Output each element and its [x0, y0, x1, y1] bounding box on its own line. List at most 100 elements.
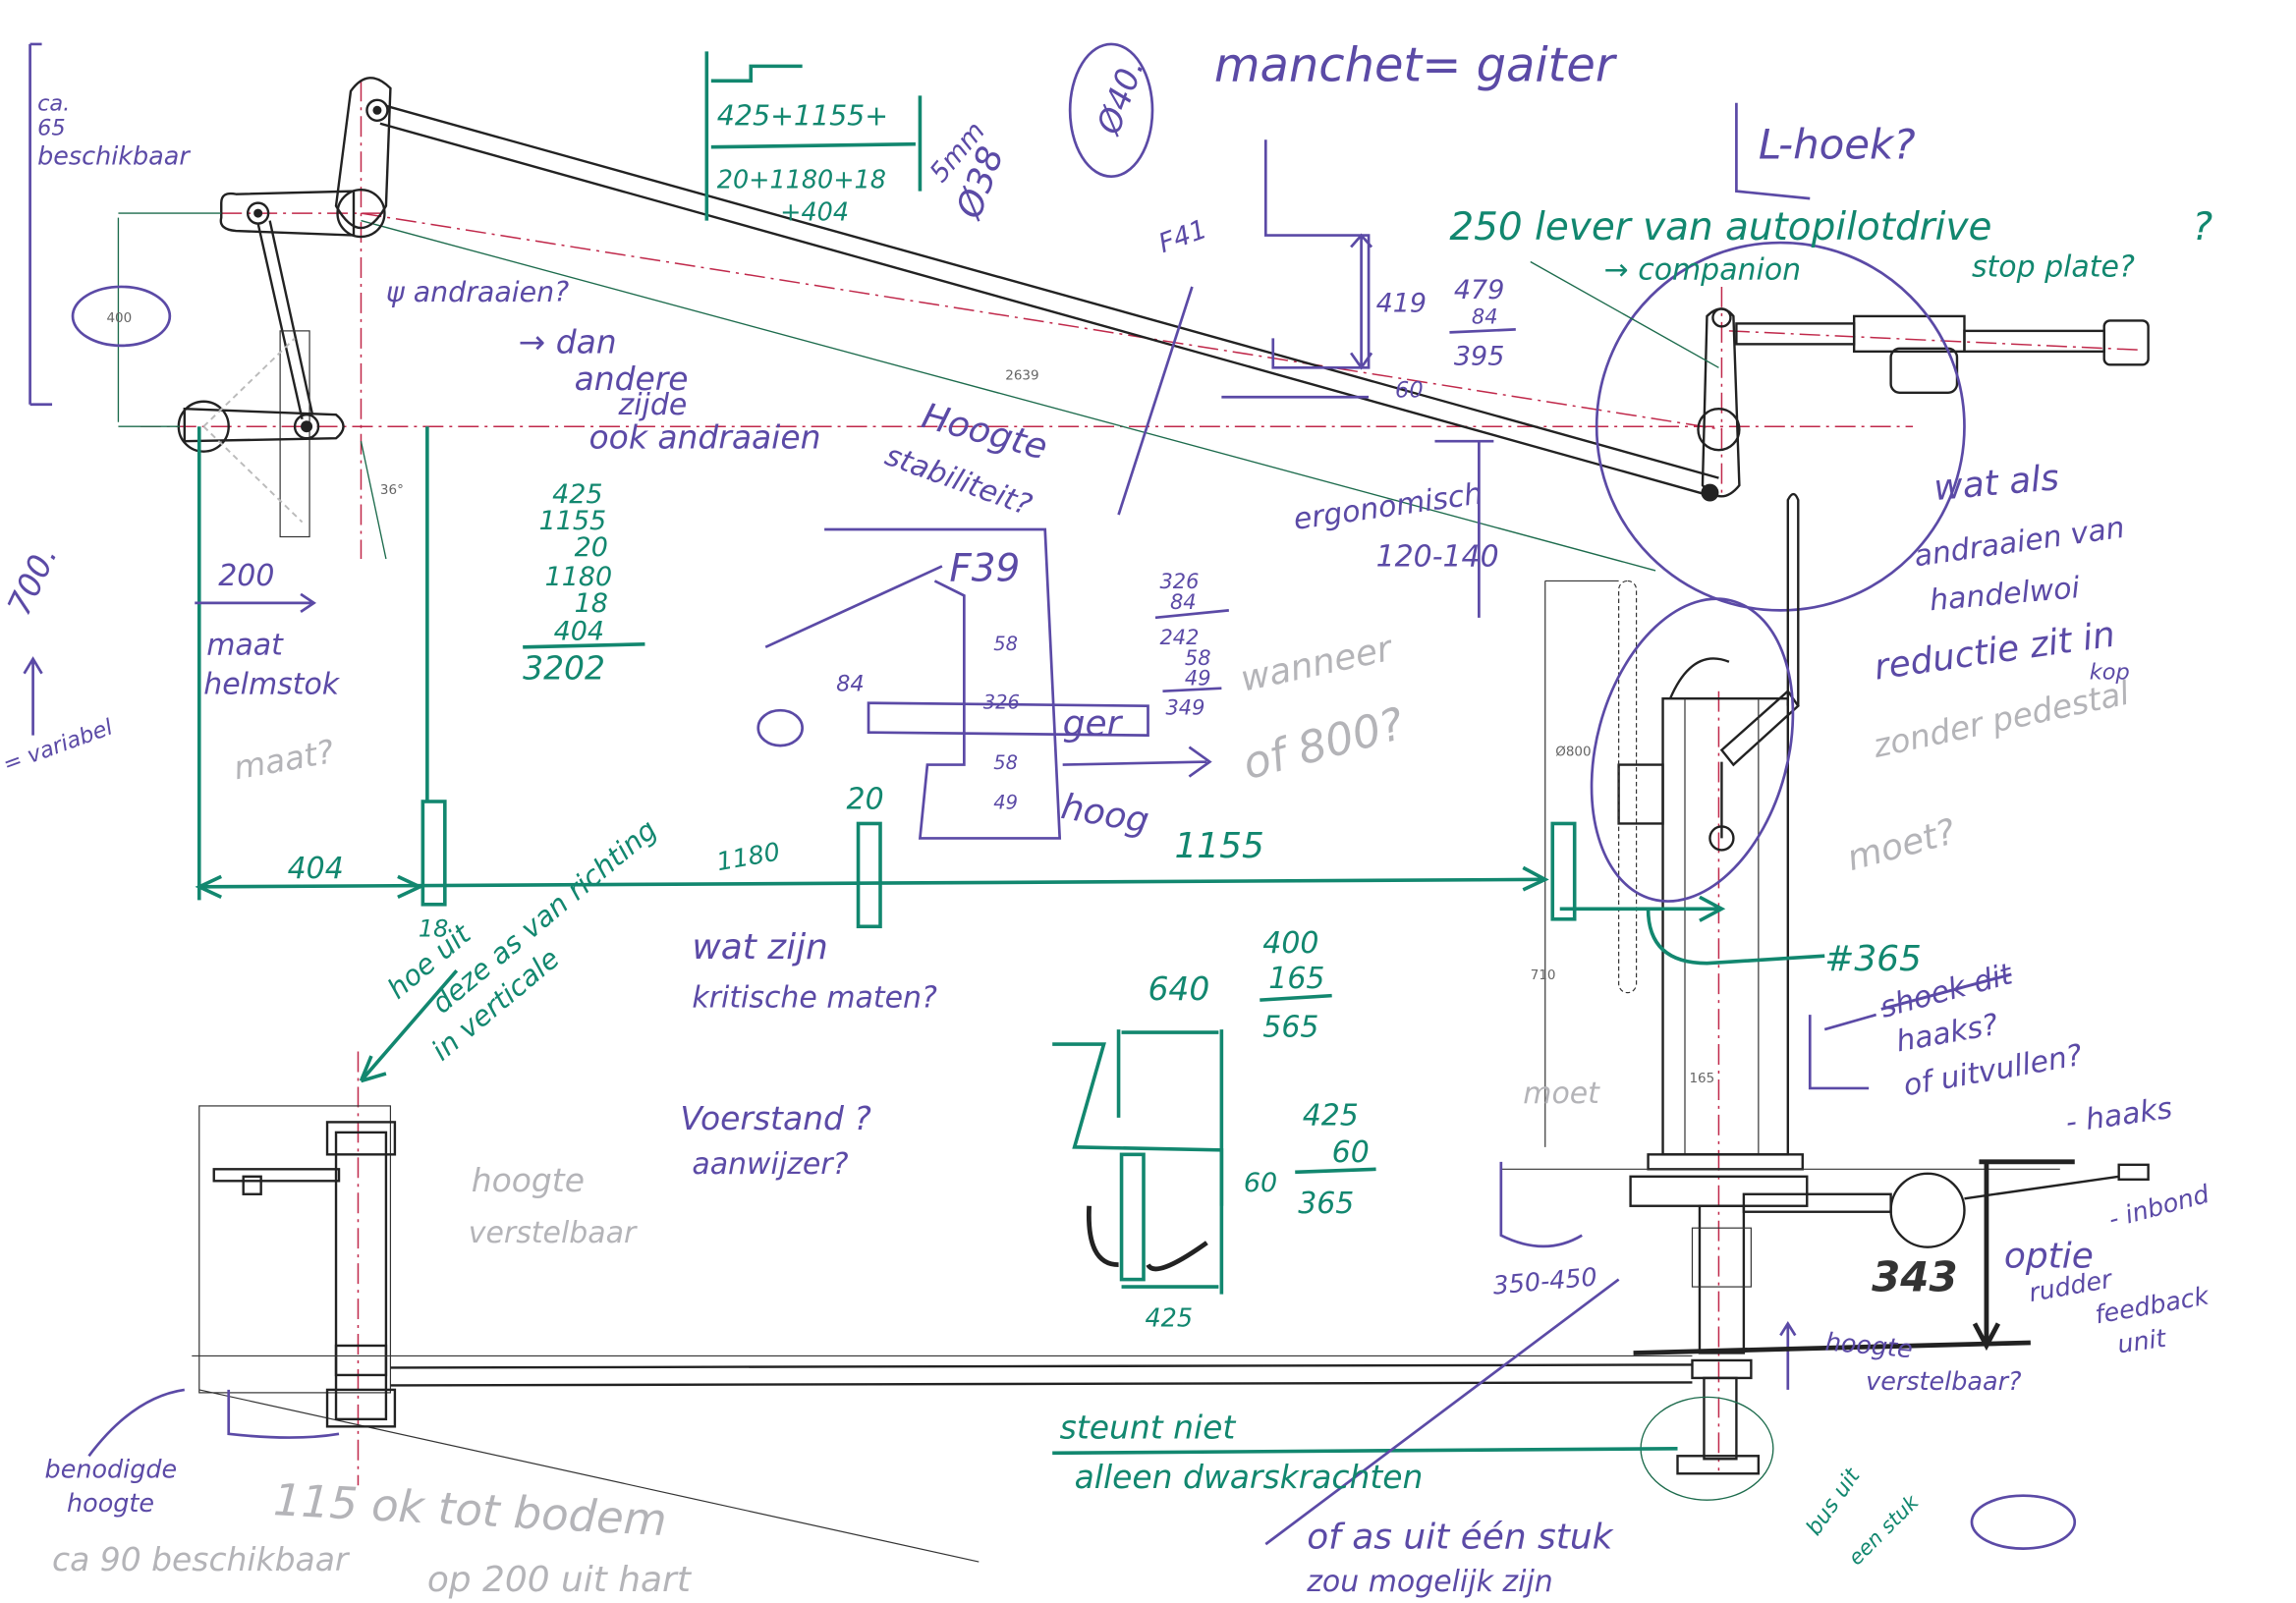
note-lever-q: ? — [2193, 205, 2213, 249]
f39-dim: 58 — [993, 751, 1018, 774]
calc-line: 242 — [1159, 626, 1199, 649]
calc-349: 326 84 242 58 49 349 — [1154, 570, 1229, 720]
note-hoogte-verst-2: verstelbaar? — [1866, 1367, 2021, 1397]
dimension-400: 400 — [106, 310, 132, 326]
angle-36: 36° — [380, 482, 404, 498]
note-hoogte-1: hoogte — [472, 1161, 585, 1199]
calc-line: 404 — [554, 616, 604, 646]
lower-assembly — [192, 1105, 1693, 1563]
diameter-800: Ø800 — [1555, 745, 1591, 760]
note-kritisch-2: kritische maten? — [692, 981, 937, 1016]
note-115: 115 ok tot bodem — [272, 1473, 668, 1546]
note-of800: of 800? — [1237, 697, 1409, 790]
calc-3202: 425 1155 20 1180 18 404 3202 — [523, 479, 645, 688]
note-dan-1: → dan — [519, 322, 617, 360]
dim-343: 343 — [1872, 1253, 1957, 1301]
calc-line: 326 — [1159, 570, 1199, 593]
f39-dim: 326 — [983, 691, 1020, 714]
note-as-uit-1: of as uit één stuk — [1307, 1518, 1613, 1558]
note-lever: 250 lever van autopilotdrive — [1449, 205, 1991, 249]
pedestal: Ø800 710 — [1500, 492, 2150, 1501]
note-haaks2: - haaks — [2064, 1091, 2175, 1140]
dim-60: 60 — [1395, 377, 1424, 403]
note-dan-2: andere — [575, 359, 689, 398]
dim-1180: 1180 — [714, 837, 782, 877]
note-inbond: - inbond — [2105, 1180, 2212, 1235]
centerlines — [140, 81, 2142, 1486]
note-hoogte-2: verstelbaar — [469, 1216, 638, 1250]
dim-419: 419 — [1376, 288, 1427, 318]
calc-total: 3202 — [523, 649, 605, 688]
dim-425: 425 — [1146, 1304, 1194, 1334]
dim-404: 404 — [288, 852, 344, 886]
note-benodigde-2: hoogte — [67, 1489, 154, 1519]
calc-line: 1155 — [539, 506, 607, 536]
note-optie: optie — [2004, 1237, 2094, 1277]
dim-1155: 1155 — [1174, 826, 1263, 866]
note-dia40: Ø40. — [1089, 54, 1151, 141]
calc-line: 425 — [552, 479, 602, 510]
note-range: 120-140 — [1376, 539, 1499, 574]
calc-479-b: 84 — [1472, 304, 1498, 328]
f39-dim: 84 — [836, 672, 865, 697]
calc-line: 49 — [1185, 667, 1211, 691]
note-manchet: manchet= gaiter — [1214, 38, 1618, 92]
note-helmstok-200: 200 — [218, 559, 274, 593]
calc-line: 84 — [1170, 590, 1197, 614]
autopilot-drive — [1595, 241, 2150, 612]
calc-line: 18 — [575, 588, 608, 619]
note-stopplate: stop plate? — [1972, 249, 2135, 284]
calc-479-c: 395 — [1454, 341, 1504, 371]
dimension-2639: 2639 — [1005, 367, 1038, 383]
calc-line: 349 — [1165, 696, 1204, 720]
note-variabel: = variabel — [0, 714, 117, 778]
note-watals-1: wat als — [1932, 458, 2061, 509]
note-as-uit-2: zou mogelijk zijn — [1306, 1565, 1553, 1599]
label-f39: F39 — [949, 546, 1020, 590]
dim-640: 640 — [1148, 969, 1209, 1008]
purple-sketch — [28, 42, 2077, 1550]
note-benodigde-1: benodigde — [45, 1456, 178, 1485]
note-watals-3: handelwoi — [1929, 571, 2082, 618]
sum-line1: 425+1155+ — [717, 99, 888, 132]
f39-dim: 58 — [993, 633, 1018, 655]
note-lhoek: L-hoek? — [1759, 121, 1916, 169]
note-ergonomisch: ergonomisch — [1291, 476, 1484, 537]
note-voerstand-2: aanwijzer? — [692, 1147, 848, 1182]
tiller-assembly: 2639 400 36° — [71, 77, 1719, 572]
note-unit: unit — [2115, 1324, 2168, 1360]
note-voerstand-1: Voerstand ? — [680, 1099, 870, 1137]
note-hoeuit-2: deze as van richting — [425, 813, 663, 1020]
dim-60b: 60 — [1244, 1168, 1277, 1198]
note-helmstok-maat: maat — [206, 628, 284, 662]
note-700: 700. — [0, 539, 65, 621]
dimension-165: 165 — [1689, 1071, 1714, 1086]
note-bus-1: bus uit — [1801, 1463, 1866, 1540]
teal-dimensions — [195, 51, 1825, 1456]
note-ca90: ca 90 beschikbaar — [52, 1540, 351, 1578]
note-hoogte-verst-1: hoogte — [1824, 1328, 1914, 1365]
note-moet: moet? — [1843, 811, 1960, 879]
sum-line2: 20+1180+18 — [717, 166, 886, 195]
sum-line3: +404 — [780, 198, 849, 228]
note-365: #365 — [1824, 939, 1922, 979]
calc-365-a: 425 — [1303, 1098, 1359, 1133]
note-dan-3: zijde — [617, 388, 687, 422]
note-zonder: zonder pedestal — [1869, 674, 2132, 765]
calc-479-a: 479 — [1454, 275, 1504, 305]
note-350-450: 350-450 — [1491, 1262, 1598, 1300]
note-watals-2: andraaien van — [1912, 511, 2126, 575]
dim-20: 20 — [847, 782, 884, 816]
calc-line: 58 — [1185, 646, 1211, 670]
note-wanneer: wanneer — [1237, 629, 1397, 700]
note-kop: kop — [2090, 660, 2130, 686]
note-reductie: reductie zit in — [1872, 615, 2117, 689]
calc-365-b: 60 — [1332, 1135, 1370, 1170]
calc-565-b: 165 — [1268, 962, 1324, 996]
calc-365-c: 365 — [1298, 1187, 1354, 1221]
label-f41: F41 — [1154, 214, 1210, 259]
note-op200: op 200 uit hart — [427, 1560, 693, 1600]
calc-line: 20 — [575, 532, 608, 563]
note-andraaien: ψ andraaien? — [386, 276, 569, 308]
